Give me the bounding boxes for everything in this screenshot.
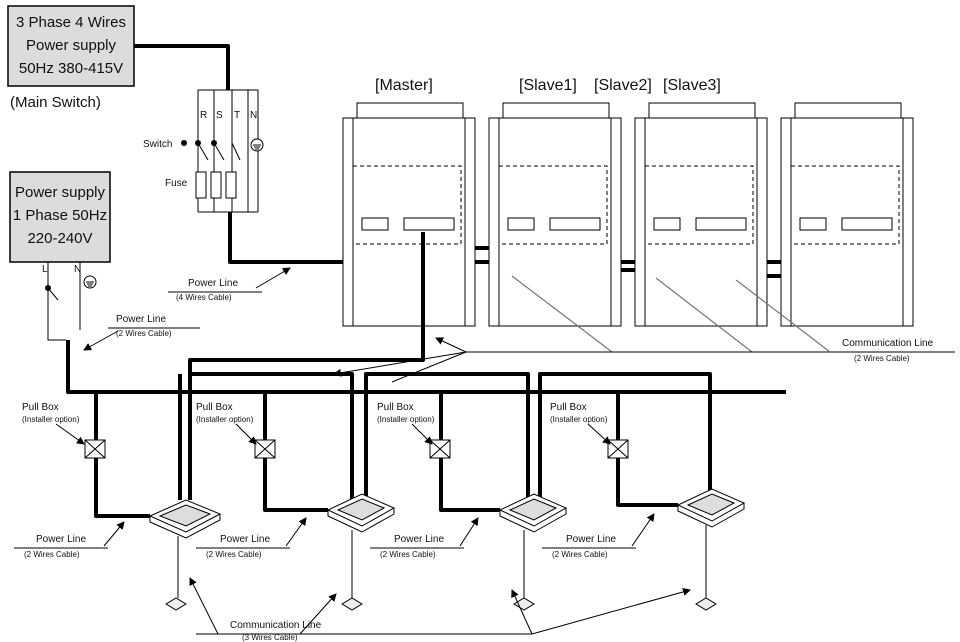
power-4w-label: Power Line (4 Wires Cable): [168, 267, 291, 302]
indoor-unit-4: [676, 488, 746, 528]
svg-text:(2 Wires Cable): (2 Wires Cable): [552, 550, 608, 559]
indoor-power-label-1: Power Line (2 Wires Cable): [14, 521, 125, 559]
svg-text:Power Line: Power Line: [188, 278, 238, 289]
single-phase-line3: 220-240V: [27, 230, 92, 247]
svg-text:Communication Line: Communication Line: [842, 338, 934, 349]
svg-text:(3 Wires Cable): (3 Wires Cable): [242, 633, 298, 642]
power-2w-label: Power Line (2 Wires Cable): [83, 314, 200, 351]
pull-box-1: [84, 439, 106, 459]
svg-text:Pull Box: Pull Box: [550, 402, 587, 413]
svg-text:(Installer option): (Installer option): [377, 415, 435, 424]
switch-contact: [181, 140, 187, 146]
outdoor-unit-slave2: [634, 102, 768, 327]
svg-text:Power Line: Power Line: [220, 534, 270, 545]
terminal-block: [361, 217, 389, 231]
svg-text:Power Line: Power Line: [116, 314, 166, 325]
terminal-block: [507, 217, 535, 231]
svg-text:(Installer option): (Installer option): [196, 415, 254, 424]
svg-text:(2 Wires Cable): (2 Wires Cable): [24, 550, 80, 559]
slave2-label: [Slave2]: [594, 77, 652, 94]
svg-text:(Installer option): (Installer option): [22, 415, 80, 424]
pull-box-label-4: Pull Box (Installer option): [550, 402, 611, 445]
terminal-block: [653, 217, 681, 231]
pull-box-4: [607, 439, 629, 459]
indoor-unit-1: [148, 499, 222, 539]
main-switch-enclosure: R S T N Switch Fuse: [143, 89, 264, 213]
outdoor-unit-slave3: [780, 102, 914, 327]
fuse-icon: [195, 171, 207, 199]
terminal-s: S: [216, 110, 223, 121]
slave1-label: [Slave1]: [519, 77, 577, 94]
svg-text:(2 Wires Cable): (2 Wires Cable): [854, 354, 910, 363]
outdoor-unit-slave1: [488, 102, 622, 327]
svg-text:Pull Box: Pull Box: [377, 402, 414, 413]
terminal-t: T: [234, 110, 240, 121]
pull-box-2: [254, 439, 276, 459]
indoor-power-label-2: Power Line (2 Wires Cable): [196, 517, 307, 559]
comm-3w-label: Communication Line (3 Wires Cable): [189, 577, 691, 642]
fuse-label: Fuse: [165, 178, 188, 189]
single-phase-power-supply-box: Power supply 1 Phase 50Hz 220-240V: [9, 171, 111, 263]
remote-controller-wires: [177, 525, 707, 598]
indoor-power-main: [66, 340, 786, 394]
svg-text:Power Line: Power Line: [394, 534, 444, 545]
remote-controller-1: [165, 597, 187, 611]
pull-box-label-1: Pull Box (Installer option): [22, 402, 85, 445]
svg-text:Pull Box: Pull Box: [196, 402, 233, 413]
remote-controller-4: [695, 597, 717, 611]
master-label: [Master]: [375, 77, 433, 94]
svg-text:Power Line: Power Line: [566, 534, 616, 545]
comm-2w-label: Communication Line (2 Wires Cable): [333, 275, 955, 383]
single-phase-line2: 1 Phase 50Hz: [13, 207, 107, 224]
slave3-label: [Slave3]: [663, 77, 721, 94]
outdoor-unit-master: [342, 102, 476, 327]
svg-text:Communication Line: Communication Line: [230, 620, 322, 631]
terminal-r: R: [200, 110, 207, 121]
terminal-n: N: [250, 110, 257, 121]
indoor-power-drop-3: [439, 392, 500, 512]
svg-text:(2 Wires Cable): (2 Wires Cable): [116, 329, 172, 338]
terminal-n2: N: [74, 264, 81, 275]
terminal-block: [403, 217, 455, 231]
pull-box-label-2: Pull Box (Installer option): [196, 402, 257, 445]
terminal-block: [799, 217, 827, 231]
main-switch-label: (Main Switch): [10, 94, 101, 111]
terminal-block: [841, 217, 893, 231]
indoor-unit-2: [326, 493, 396, 533]
indoor-power-drop-1: [94, 392, 150, 518]
terminal-block: [695, 217, 747, 231]
three-phase-power-supply-box: 3 Phase 4 Wires Power supply 50Hz 380-41…: [7, 5, 135, 87]
terminal-l: L: [42, 264, 48, 275]
indoor-power-drop-4: [616, 392, 678, 507]
svg-text:(2 Wires Cable): (2 Wires Cable): [206, 550, 262, 559]
svg-text:(2 Wires Cable): (2 Wires Cable): [380, 550, 436, 559]
svg-text:(4 Wires Cable): (4 Wires Cable): [176, 293, 232, 302]
svg-text:Pull Box: Pull Box: [22, 402, 59, 413]
three-phase-line1: 3 Phase 4 Wires: [16, 14, 126, 31]
indoor-comm-loop-3: [538, 372, 712, 500]
indoor-comm-loop-1: [190, 372, 354, 500]
indoor-unit-3: [498, 493, 568, 533]
fuse-icon: [210, 171, 222, 199]
three-phase-line3: 50Hz 380-415V: [19, 60, 123, 77]
indoor-power-drop-2: [263, 392, 328, 512]
indoor-power-label-3: Power Line (2 Wires Cable): [370, 517, 479, 559]
indoor-comm-drop-1: [188, 232, 425, 500]
three-phase-line2: Power supply: [26, 37, 117, 54]
fuse-icon: [225, 171, 237, 199]
single-phase-line1: Power supply: [15, 184, 106, 201]
svg-text:(Installer option): (Installer option): [550, 415, 608, 424]
terminal-block: [549, 217, 601, 231]
main-feed-line: [134, 44, 230, 90]
indoor-comm-loop-2: [178, 372, 530, 500]
switch-label: Switch: [143, 139, 172, 150]
svg-text:Power Line: Power Line: [36, 534, 86, 545]
pull-box-3: [429, 439, 451, 459]
indoor-power-label-4: Power Line (2 Wires Cable): [542, 513, 655, 559]
pull-box-label-3: Pull Box (Installer option): [377, 402, 435, 445]
remote-controller-2: [341, 597, 363, 611]
